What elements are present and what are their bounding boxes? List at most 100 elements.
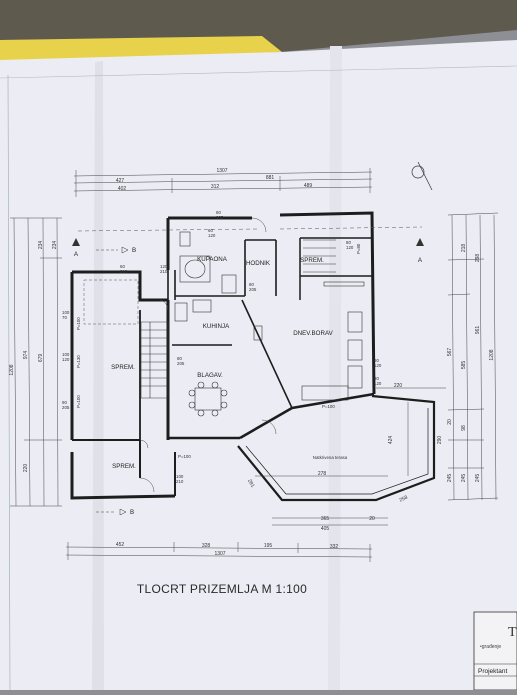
dim-left-220: 220 (23, 464, 29, 473)
dim-bottom-total: 1307 (214, 551, 225, 557)
dim-right-245b: 245 (461, 474, 467, 483)
room-kuhinja: KUHINJA (203, 323, 230, 330)
dim-top-402: 402 (118, 186, 127, 192)
building-walls (70, 211, 376, 500)
dim-bottom-332: 332 (330, 544, 339, 550)
section-a-right: A (418, 257, 423, 264)
dim-right-terrace-290: 290 (437, 436, 443, 445)
room-natkrivena-terasa: Natkrivena terasa (313, 455, 348, 460)
right-dimension-lines (447, 212, 499, 501)
dim-terrace-diag-left: 281 (246, 478, 255, 488)
room-kupaona: KUPAONA (197, 256, 228, 263)
section-b-top-arrow-icon (121, 246, 129, 254)
paper-sheet (0, 40, 517, 690)
yellow-folder (0, 36, 282, 62)
dim-right-961: 961 (475, 326, 481, 335)
stamp-line2: Projektant (478, 668, 507, 675)
dim-right-20: 20 (447, 419, 453, 425)
frame-top (0, 65, 517, 79)
parapet-label-3: P=100 (76, 395, 81, 408)
dashed-outline (83, 279, 139, 325)
dim-left-234b: 234 (52, 241, 58, 250)
dim-left-outer: 1208 (9, 364, 15, 375)
drawing-title: TLOCRT PRIZEMLJA M 1:100 (137, 582, 307, 596)
dim-left-679: 679 (38, 354, 44, 363)
dim-terrace-diag-right: 258 (399, 495, 409, 504)
dim-terrace-total: 405 (321, 526, 330, 532)
paper-fold-1 (92, 61, 104, 690)
dim-bottom-452: 452 (116, 542, 125, 548)
dim-right-218: 218 (461, 244, 467, 253)
section-b-bottom: B (130, 509, 134, 516)
parapet-label-6: P=100 (322, 404, 335, 409)
room-hodnik: HODNIK (246, 260, 271, 267)
paper-fold-2 (328, 46, 342, 690)
terrace-dimension-lines (255, 387, 446, 526)
section-b-bottom-arrow-icon (119, 508, 127, 516)
dim-right-outer: 1208 (489, 349, 495, 360)
section-a-right-arrow-icon (416, 238, 424, 246)
dim-top-489: 489 (304, 183, 313, 189)
title-block-stamp (473, 611, 517, 691)
section-a-line (77, 228, 259, 232)
left-dimension-lines (10, 217, 62, 507)
staircase (140, 239, 336, 399)
dim-right-298: 298 (475, 254, 481, 263)
stamp-letter: T (508, 625, 517, 640)
section-a-left-arrow-icon (72, 238, 80, 246)
section-a-left: A (74, 251, 79, 258)
dim-terrace-20: 20 (369, 516, 375, 522)
door-swings (139, 217, 277, 493)
dim-bottom-195: 195 (264, 543, 273, 549)
dim-right-245c: 245 (475, 474, 481, 483)
dim-left-234a: 234 (38, 241, 44, 250)
dim-terrace-inner: 278 (318, 471, 327, 477)
section-markers (72, 238, 424, 246)
north-arrow-icon (411, 161, 433, 191)
section-a-line-right (279, 226, 423, 230)
dim-top-427: 427 (116, 178, 125, 184)
dim-right-567: 567 (447, 348, 453, 357)
dim-right-585: 585 (461, 361, 467, 370)
dim-top-312: 312 (211, 184, 220, 190)
room-dnev-borav: DNEV.BORAV (293, 330, 333, 337)
top-dimension-lines (73, 168, 373, 197)
dim-right-245a: 245 (447, 474, 453, 483)
furniture (174, 231, 365, 417)
room-sprem-left: SPREM. (111, 364, 135, 371)
room-blagav: BLAGAV. (197, 372, 223, 379)
parapet-label-4: P=100 (178, 454, 191, 459)
parapet-label-2: P=130 (76, 355, 81, 368)
section-b-top: B (132, 247, 136, 254)
dim-top-881: 881 (266, 175, 275, 181)
dim-right-terrace-220: 220 (394, 383, 403, 389)
dim-right-98: 98 (461, 425, 467, 431)
stamp-line1: •građenje (480, 644, 501, 650)
parapet-label-5: P=80 (356, 243, 361, 254)
dim-terrace-365: 365 (321, 516, 330, 522)
terrace (237, 394, 436, 502)
room-sprem-top: SPREM. (300, 257, 324, 264)
dim-top-total: 1307 (216, 168, 227, 174)
dim-bottom-328: 328 (202, 543, 211, 549)
dim-left-974: 974 (23, 351, 29, 360)
bottom-dimension-lines (65, 542, 373, 562)
frame-line (7, 74, 11, 691)
parapet-label-1: P=100 (76, 317, 81, 330)
room-sprem-bottom: SPREM. (112, 463, 136, 470)
